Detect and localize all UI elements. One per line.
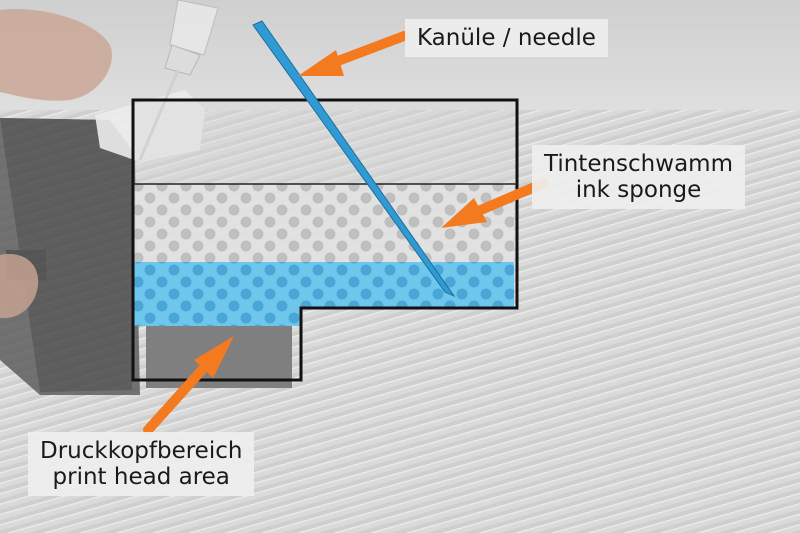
- ink-sponge-soaked-dots: [133, 262, 514, 326]
- arrow-print-head: [143, 336, 234, 435]
- print-head-label-en: print head area: [52, 464, 230, 490]
- ink-sponge-label-de: Tintenschwamm: [544, 151, 733, 177]
- cartridge-label: [95, 90, 205, 162]
- ink-sponge-label: Tintenschwamm ink sponge: [532, 145, 745, 209]
- ink-sponge-label-en: ink sponge: [575, 177, 702, 203]
- needle-label: Kanüle / needle: [405, 19, 608, 57]
- needle: [252, 20, 456, 298]
- arrow-needle: [298, 31, 409, 76]
- syringe-icon: [138, 0, 219, 161]
- cartridge-outline: [131, 98, 519, 382]
- needle-label-text: Kanüle / needle: [417, 25, 596, 51]
- print-head-label-de: Druckkopfbereich: [40, 438, 243, 464]
- hand-photo: [0, 9, 112, 319]
- print-head-label: Druckkopfbereich print head area: [28, 432, 255, 496]
